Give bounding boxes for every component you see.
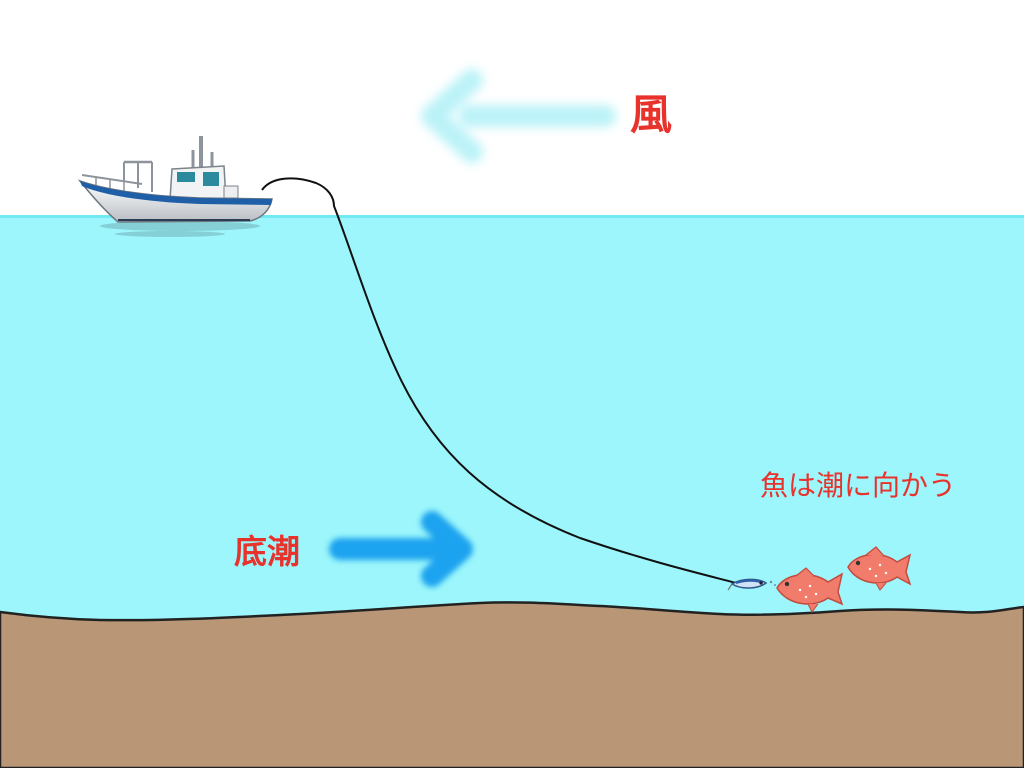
- wind-arrow: [421, 69, 616, 163]
- bottom-current-label: 底潮: [234, 532, 300, 571]
- red-snapper-fish: [776, 567, 844, 613]
- jig-lure: [727, 578, 776, 591]
- boat-reflection: [100, 221, 260, 237]
- fishing-line: [261, 177, 741, 585]
- wind-label: 風: [630, 90, 673, 139]
- fish-direction-label: 魚は潮に向かう: [760, 469, 957, 502]
- seabed: [0, 601, 1024, 768]
- fishing-boat: [77, 136, 273, 223]
- red-snapper-fish: [847, 546, 912, 591]
- bottom-current-arrow: [329, 511, 473, 587]
